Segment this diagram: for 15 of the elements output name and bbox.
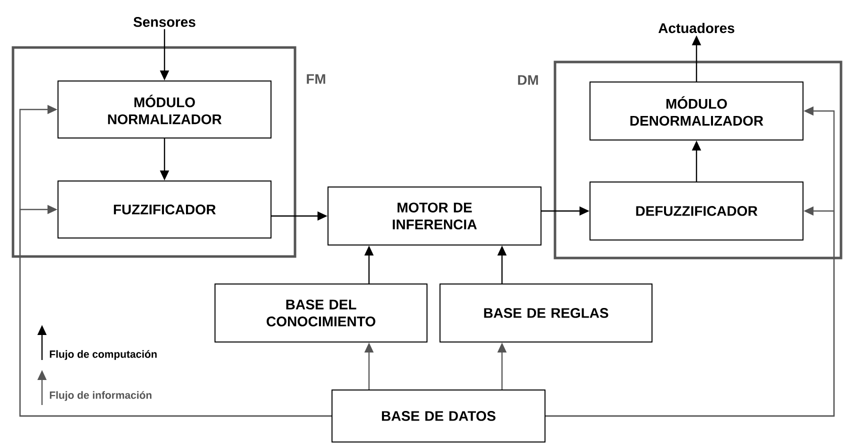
signal-label: Actuadores [658,22,734,34]
process-box: FUZZIFICADOR [58,180,272,238]
process-box: BASE DEL CONOCIMIENTO [214,284,428,342]
legend-text: Flujo de información [50,391,152,401]
process-box: DEFUZZIFICADOR [590,182,804,240]
module-label: FM [306,74,326,84]
legend-text: Flujo de computación [50,350,157,360]
process-box: MÓDULO NORMALIZADOR [58,80,272,138]
process-box: MÓDULO DENORMALIZADOR [590,82,804,140]
signal-label: Sensores [134,17,196,27]
process-box: MOTOR DE INFERENCIA [328,186,542,246]
process-box: BASE DE REGLAS [440,284,652,342]
module-label: DM [518,75,538,85]
arrow [19,204,332,417]
process-box: BASE DE DATOS [332,390,546,442]
